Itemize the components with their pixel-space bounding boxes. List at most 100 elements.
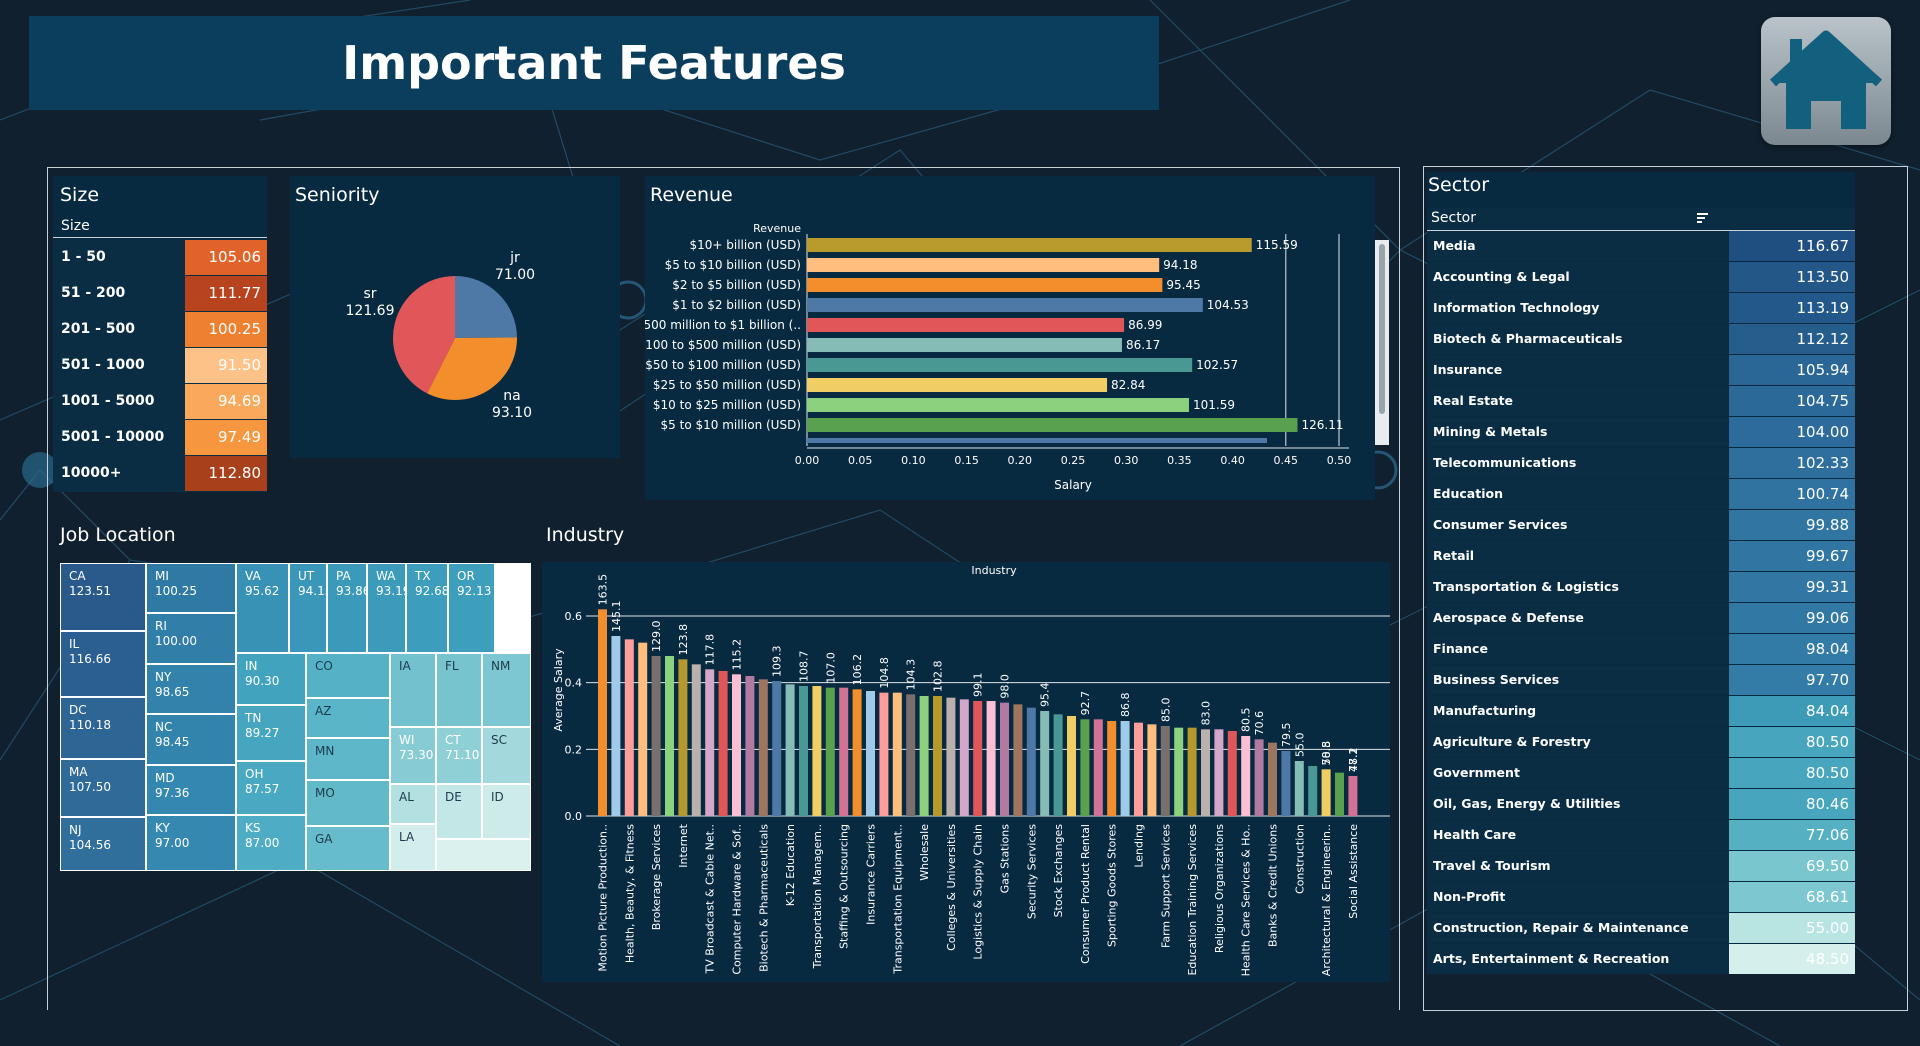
industry-bar[interactable] (691, 664, 701, 816)
industry-bar[interactable] (598, 609, 607, 816)
industry-bar[interactable] (1308, 766, 1318, 816)
industry-bar[interactable] (933, 696, 942, 816)
pie-slice-jr[interactable] (455, 276, 517, 338)
revenue-bar[interactable] (807, 238, 1252, 252)
industry-bar[interactable] (1241, 736, 1251, 816)
revenue-bar[interactable] (807, 278, 1163, 292)
industry-bar[interactable] (973, 701, 983, 816)
industry-bar[interactable] (1093, 719, 1103, 816)
treemap-cell-az[interactable]: AZ (306, 698, 390, 738)
industry-bar[interactable] (705, 669, 715, 816)
size-row[interactable]: 10000+112.80 (53, 456, 267, 492)
revenue-scrollbar[interactable] (1375, 240, 1389, 445)
industry-bar[interactable] (1201, 729, 1210, 816)
treemap-cell-nm[interactable]: NM (482, 653, 531, 727)
treemap-cell-al[interactable]: AL (390, 784, 436, 824)
industry-bar[interactable] (624, 639, 634, 816)
revenue-bar[interactable] (807, 338, 1122, 352)
treemap-cell-mo[interactable]: MO (306, 780, 390, 826)
revenue-bar[interactable] (807, 258, 1160, 272)
treemap-cell-sc[interactable]: SC (482, 727, 531, 784)
industry-bar[interactable] (839, 687, 849, 816)
industry-bar[interactable] (1026, 707, 1036, 816)
industry-bar[interactable] (1000, 702, 1009, 816)
revenue-bar[interactable] (807, 418, 1298, 432)
industry-bar[interactable] (772, 681, 782, 816)
treemap-cell-ga[interactable]: GA (306, 826, 390, 871)
treemap-cell-co[interactable]: CO (306, 653, 390, 698)
industry-bar[interactable] (1321, 769, 1331, 816)
industry-bar[interactable] (1348, 776, 1358, 816)
industry-bar[interactable] (732, 674, 741, 816)
treemap-cell-id[interactable]: ID (482, 784, 531, 839)
industry-bar[interactable] (785, 684, 795, 816)
revenue-bar[interactable] (807, 378, 1108, 392)
treemap-cell-fl[interactable]: FL (436, 653, 482, 727)
industry-bar[interactable] (946, 697, 956, 816)
industry-bar[interactable] (718, 671, 728, 816)
industry-bar[interactable] (1254, 739, 1264, 816)
treemap-cell-ia[interactable]: IA (390, 653, 436, 727)
revenue-bar[interactable] (807, 398, 1189, 412)
industry-bar[interactable] (1281, 751, 1291, 816)
home-button[interactable] (1761, 17, 1891, 145)
industry-bar[interactable] (1174, 727, 1184, 816)
industry-bar[interactable] (1160, 726, 1170, 816)
industry-bar[interactable] (812, 686, 822, 816)
industry-bar[interactable] (1214, 729, 1224, 816)
industry-bar[interactable] (1134, 722, 1143, 816)
industry-bar[interactable] (1013, 704, 1023, 816)
industry-bar[interactable] (986, 701, 996, 816)
industry-bar[interactable] (825, 687, 835, 816)
industry-bar[interactable] (665, 656, 674, 816)
industry-bar[interactable] (638, 642, 648, 816)
industry-bar[interactable] (758, 679, 768, 816)
industry-bar[interactable] (1335, 772, 1344, 816)
industry-bar[interactable] (1268, 742, 1277, 816)
industry-bar[interactable] (919, 696, 929, 816)
